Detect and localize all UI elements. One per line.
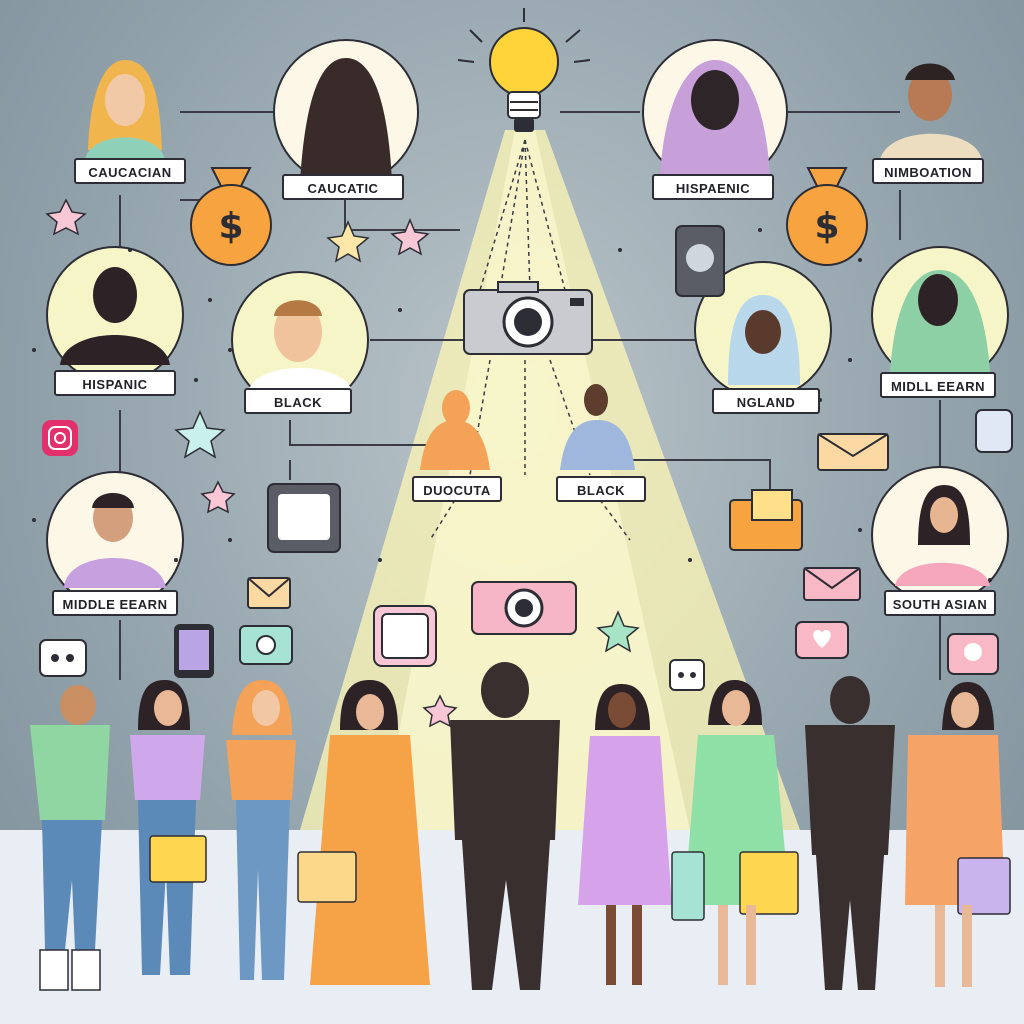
label-mid-left-2: BLACK — [244, 388, 352, 414]
camera-icon — [463, 281, 593, 355]
person-8-silhouette — [805, 676, 895, 990]
label-top-right: NIMBOATION — [872, 158, 984, 184]
portrait-top-right — [880, 63, 982, 160]
chat-bubble-icon — [39, 639, 87, 677]
label-mid-right-1: NGLAND — [712, 388, 820, 414]
camera-icon — [239, 625, 293, 665]
portrait-mid-right-1 — [694, 261, 832, 399]
person-2 — [130, 680, 207, 975]
label-mid-left-1: HISPANIC — [54, 370, 176, 396]
sparkles — [32, 228, 992, 582]
person-1 — [30, 685, 110, 991]
label-top-center-left: CAUCATIC — [282, 174, 404, 200]
phone-icon — [174, 624, 214, 678]
money-bag-icon: $ — [190, 167, 272, 266]
person-4 — [297, 680, 430, 985]
photo-frame-icon — [675, 225, 725, 297]
person-3 — [226, 680, 296, 980]
label-center-left: DUOCUTA — [412, 476, 502, 502]
mail-icon — [803, 567, 861, 601]
label-top-center-right: HISPAENIC — [652, 174, 774, 200]
portrait-top-center-right — [642, 39, 788, 185]
svg-text:$: $ — [814, 206, 839, 247]
lightbulb-icon — [457, 8, 591, 132]
connector-lines — [119, 111, 941, 680]
money-bag-icon: $ — [786, 167, 868, 266]
chat-bubble-icon — [975, 409, 1013, 453]
label-lower-left: MIDDLE EEARN — [52, 590, 178, 616]
star-icon — [45, 198, 640, 728]
portrait-lower-right — [871, 466, 1009, 604]
camera-icon — [471, 581, 577, 635]
instagram-icon — [42, 420, 78, 456]
mail-icon — [247, 577, 291, 609]
heart-icon — [947, 633, 999, 675]
portrait-top-center-left — [273, 39, 419, 185]
figure-center-right — [560, 384, 635, 470]
mail-icon — [817, 433, 889, 471]
person-7 — [671, 680, 799, 985]
heart-icon — [795, 621, 849, 659]
portrait-mid-left-1 — [46, 246, 184, 384]
portrait-mid-right-2 — [871, 246, 1009, 384]
folder-icon — [729, 489, 803, 551]
person-6 — [578, 684, 672, 985]
person-5-silhouette — [450, 662, 560, 990]
figure-center-left — [420, 390, 490, 470]
label-center-right: BLACK — [556, 476, 646, 502]
label-top-left: CAUCACIAN — [74, 158, 186, 184]
portrait-mid-left-2 — [231, 271, 369, 409]
portrait-lower-left — [46, 471, 184, 609]
person-9 — [905, 682, 1011, 987]
label-lower-right: SOUTH ASIAN — [884, 590, 996, 616]
chat-bubble-icon — [669, 659, 705, 691]
photo-frame-icon — [267, 483, 341, 553]
svg-text:$: $ — [218, 206, 243, 247]
label-mid-right-2: MIDLL EEARN — [880, 372, 996, 398]
portrait-top-left — [85, 60, 165, 160]
chat-bubble-icon — [373, 605, 437, 667]
